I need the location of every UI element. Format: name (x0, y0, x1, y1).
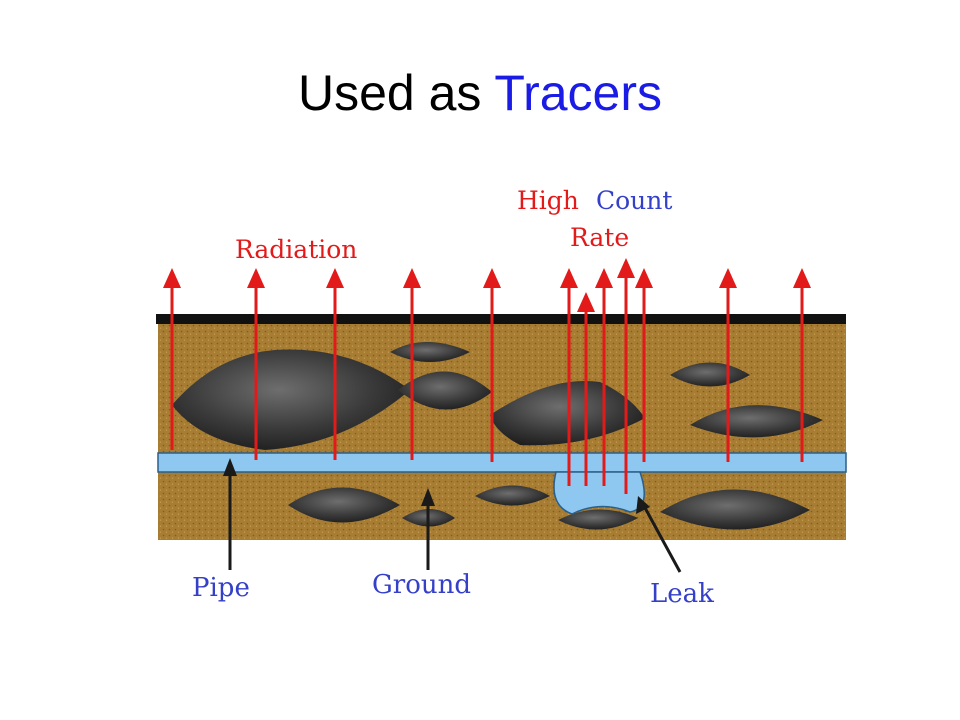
title-prefix: Used as (297, 65, 482, 121)
rock (288, 487, 400, 523)
radiation-arrow-head (247, 268, 265, 288)
radiation-arrow-head (326, 268, 344, 288)
rock (475, 485, 550, 506)
rock (660, 489, 810, 530)
leak-pool (553, 471, 645, 515)
rock (390, 342, 470, 362)
count-label: Count (596, 186, 672, 215)
pipe (157, 452, 847, 515)
high-label: High (517, 186, 579, 215)
radiation-arrow-head (483, 268, 501, 288)
rock (670, 362, 750, 387)
radiation-arrow-head (595, 268, 613, 288)
pipe-label: Pipe (192, 573, 250, 603)
radiation-arrow-head (403, 268, 421, 288)
leak-label: Leak (650, 579, 714, 609)
pipe-pointer-head (223, 458, 237, 476)
radiation-arrow-head (719, 268, 737, 288)
pipe-body (157, 452, 847, 473)
rock (690, 405, 823, 438)
surface-line (156, 314, 846, 324)
slide-title: Used as Tracers (0, 58, 960, 128)
pointers (223, 458, 682, 573)
leak-pointer-head (636, 496, 650, 514)
rock (172, 349, 410, 450)
radiation-arrow-head (617, 258, 635, 278)
rate-label: Rate (570, 223, 629, 252)
radiation-arrow-head (577, 292, 595, 312)
radiation-arrows (163, 258, 811, 494)
ground-pointer-head (421, 488, 435, 506)
rock (558, 509, 638, 530)
radiation-arrow-head (163, 268, 181, 288)
radiation-arrow-head (635, 268, 653, 288)
radiation-label: Radiation (235, 235, 357, 264)
radiation-arrow-head (793, 268, 811, 288)
ground-label: Ground (372, 570, 471, 600)
radiation-arrow-head (560, 268, 578, 288)
rock (398, 371, 492, 410)
leak-pointer-line (642, 505, 682, 573)
title-highlight: Tracers (494, 65, 663, 121)
diagram-labels: Radiation High Count Rate Pipe Ground Le… (192, 186, 714, 609)
